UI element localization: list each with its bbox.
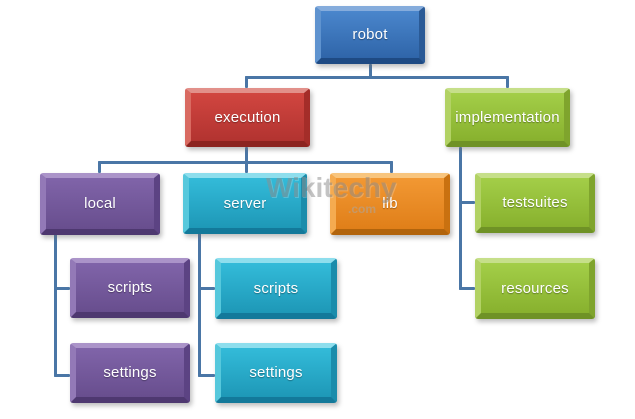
node-label: testsuites [502,194,568,211]
node-label: resources [501,279,569,297]
node-label: settings [249,364,303,381]
node-label: scripts [107,279,153,296]
node-implementation: implementation [445,88,570,147]
node-label: server [223,194,267,212]
node-server-scripts: scripts [215,258,337,319]
connector-server-drop [245,161,248,173]
node-local-scripts: scripts [70,258,190,318]
node-label: lib [382,195,398,212]
connector-server-scripts-stub [198,287,215,290]
node-server-settings: settings [215,343,337,403]
connector-implementation-drop [506,76,509,88]
node-label: settings [103,364,157,381]
connector-testsuites-stub [459,201,475,204]
connector-robot-stub [369,64,372,78]
connector-lib-drop [390,161,393,173]
node-label: local [84,195,116,212]
connector-local-hang-line [54,234,57,377]
connector-execution-drop [245,76,248,88]
node-robot: robot [315,6,425,64]
connector-local-settings-stub [54,374,70,377]
connector-robot-children-hline [245,76,509,79]
node-resources: resources [475,258,595,319]
connector-implementation-hang-line [459,147,462,290]
connector-local-drop [98,161,101,173]
node-testsuites: testsuites [475,173,595,233]
node-local-settings: settings [70,343,190,403]
node-label: implementation [455,108,560,126]
node-label: execution [214,108,281,126]
connector-server-hang-line [198,233,201,377]
node-lib: lib [330,173,450,235]
node-execution: execution [185,88,310,147]
connector-resources-stub [459,287,475,290]
connector-server-settings-stub [198,374,215,377]
node-label: robot [352,26,388,43]
connector-local-scripts-stub [54,287,70,290]
node-label: scripts [253,279,299,297]
node-server: server [183,173,307,234]
node-local: local [40,173,160,235]
connector-execution-stub [245,147,248,162]
